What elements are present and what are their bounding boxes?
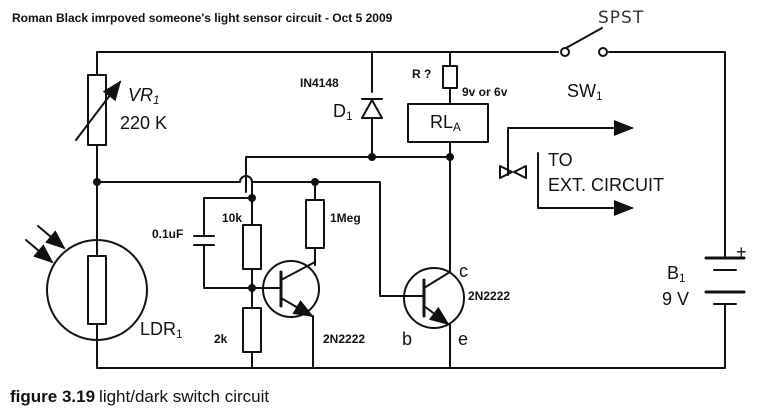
wire-bottom-rail (96, 309, 726, 369)
wire-q1-collector-link (245, 156, 451, 193)
header-note: Roman Black imrpoved someone's light sen… (12, 11, 393, 25)
sw1-contact-right (598, 47, 608, 57)
spst-handwriting: SPST (598, 8, 645, 28)
ext-circuit-label: EXT. CIRCUIT (548, 175, 665, 195)
r10k-body (242, 224, 262, 270)
q1-collector (280, 261, 316, 281)
ldr1-body (87, 255, 107, 325)
vr1-body (87, 74, 107, 146)
r2k-label: 2k (214, 332, 228, 346)
figure-number: figure 3.19 (10, 387, 96, 406)
diode-part-label: IN4148 (300, 76, 339, 90)
wire-top-rail-right (608, 51, 726, 246)
diode-triangle (361, 99, 383, 119)
figure-caption: figure 3.19 light/dark switch circuit (10, 388, 269, 406)
q2-emitter (423, 305, 450, 326)
battery-label: B1 (667, 263, 686, 285)
ldr1-circle (46, 239, 148, 341)
relay-contact-tri-1 (499, 165, 513, 179)
sw1-lever (565, 27, 603, 49)
wire-sense (96, 175, 406, 297)
vr1-label: VR1 (128, 85, 160, 107)
r2k-body (242, 307, 262, 353)
pin-c-label: c (459, 261, 468, 281)
sw1-label: SW1 (567, 81, 603, 103)
node-10k (248, 194, 256, 202)
relay-label: RLA (430, 112, 461, 134)
r10k-label: 10k (222, 211, 243, 225)
figure-title: light/dark switch circuit (99, 387, 270, 406)
ldr1-label: LDR1 (140, 319, 183, 341)
vr1-value: 220 K (120, 113, 168, 133)
node-diode (368, 153, 376, 161)
battery-plus: + (736, 242, 747, 262)
cap-label: 0.1uF (152, 227, 184, 241)
light-arrow-1 (25, 239, 54, 264)
relay-coil (407, 103, 489, 143)
vr1-arrow (75, 80, 122, 141)
to-label: TO (548, 150, 573, 170)
q2-collector (423, 269, 451, 289)
pin-b-label: b (402, 329, 413, 349)
q2-circle (403, 267, 465, 329)
r1meg-body (305, 199, 325, 249)
relay-contact-wire-3 (537, 152, 634, 216)
q1-part-label: 2N2222 (323, 332, 366, 346)
light-arrow-2 (37, 225, 66, 250)
diode-label: D1 (333, 101, 353, 123)
relay-contact-tri-2 (513, 165, 527, 179)
sw1-contact-left (560, 47, 570, 57)
wire-cap-bottom (203, 244, 253, 289)
battery-value: 9 V (662, 289, 690, 309)
relay-voltage-label: 9v or 6v (462, 85, 508, 99)
r-question-body (442, 65, 458, 89)
r-question-label: R ? (412, 67, 432, 81)
r1meg-label: 1Meg (330, 211, 361, 225)
pin-e-label: e (458, 329, 469, 349)
q2-part-label: 2N2222 (468, 289, 511, 303)
q1-emitter (280, 297, 314, 318)
